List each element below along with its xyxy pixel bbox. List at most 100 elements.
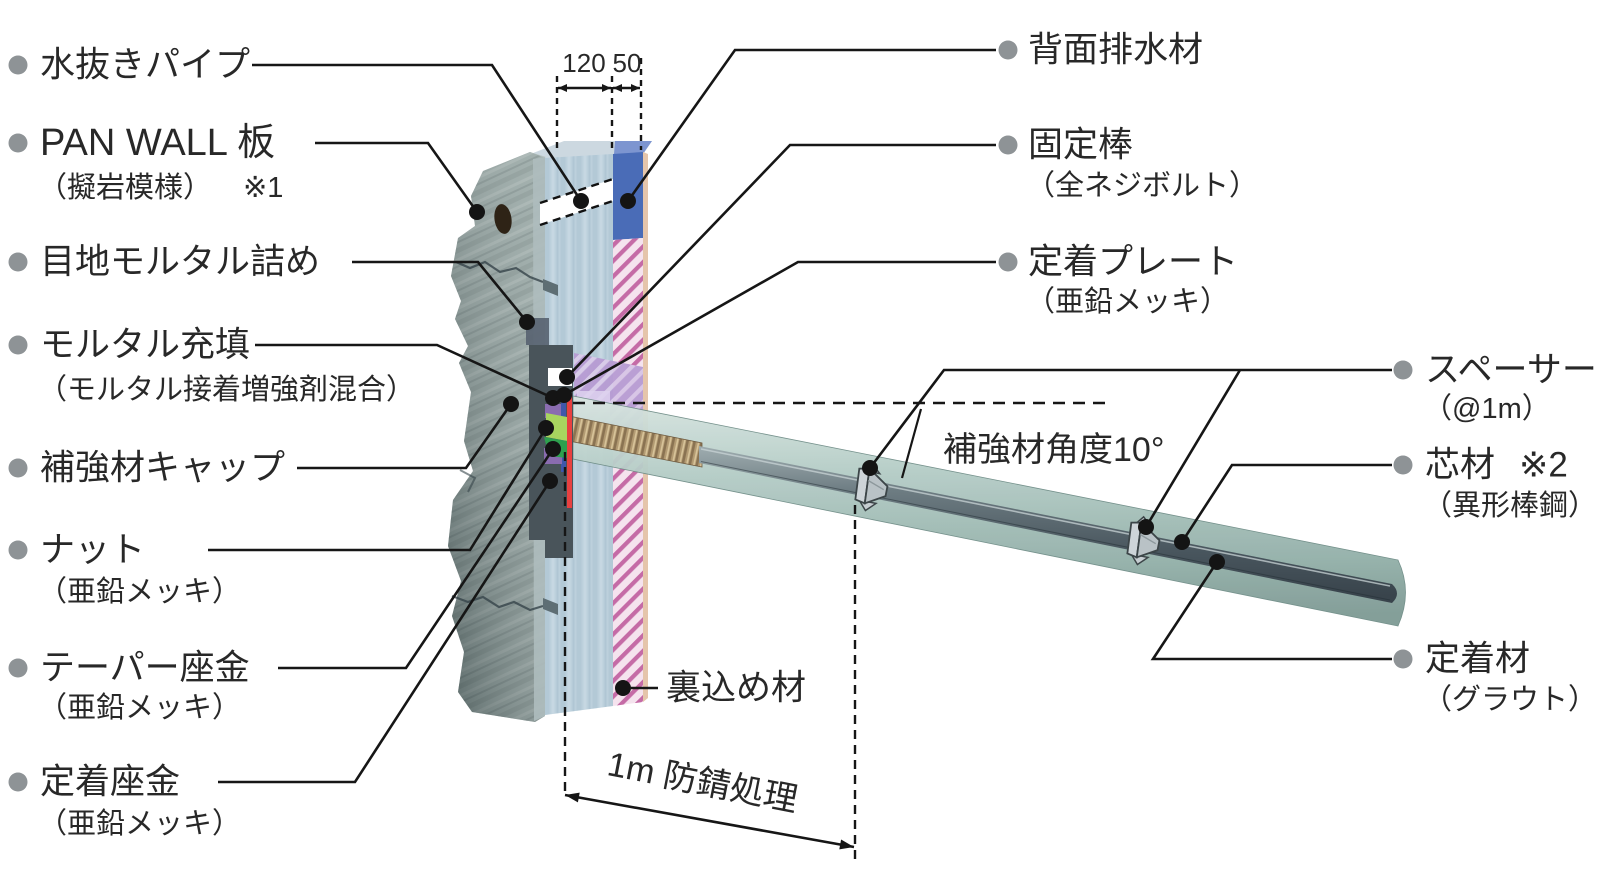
leader-nut (208, 427, 548, 552)
panel-joint-notch-lower (543, 598, 558, 615)
label-anchor-plate-sub: （亜鉛メッキ） (1026, 285, 1229, 318)
arrowhead (602, 84, 611, 92)
arrowhead (613, 84, 622, 92)
rock-shading (448, 152, 545, 722)
leader-anchor-plate (563, 260, 996, 397)
leader-joint-mortar (352, 260, 529, 323)
label-joint-mortar: 目地モルタル詰め (40, 243, 320, 282)
bullet-icon (8, 458, 28, 478)
rock-crack-small (459, 469, 477, 493)
label-backfill: 裏込め材 (666, 669, 806, 708)
drainage-top-face (614, 141, 652, 154)
bullet-icon (8, 335, 28, 355)
dot-core-bar (1174, 534, 1190, 550)
arrowhead (631, 84, 640, 92)
leader-anchor-grout (1150, 561, 1392, 661)
bullet-icon (998, 135, 1018, 155)
spacer-2-facet (1139, 533, 1157, 545)
anchor-head-assembly (526, 318, 573, 558)
label-core-bar-note: ※2 (1519, 446, 1568, 485)
label-anchor-washer: 定着座金 (40, 763, 180, 802)
bullet-icon (998, 252, 1018, 272)
bullet-icon (1393, 360, 1413, 380)
dimension-marks (555, 58, 1112, 864)
leader-rear-drainage (626, 48, 996, 202)
arrowhead (565, 792, 580, 803)
dot-anchor-washer (542, 473, 558, 489)
label-anchor-grout-sub: （グラウト） (1423, 683, 1597, 716)
label-taper-washer: テーパー座金 (40, 649, 250, 688)
label-bullets (8, 40, 1413, 792)
label-anchor-washer-sub: （亜鉛メッキ） (38, 807, 241, 840)
label-anchor-plate: 定着プレート (1028, 243, 1238, 282)
dot-rebar-cap (503, 396, 519, 412)
label-mortar-fill: モルタル充填 (40, 326, 250, 365)
label-core-bar-sub: （異形棒鋼） (1423, 489, 1597, 522)
label-rear-drainage: 背面排水材 (1028, 31, 1203, 70)
dot-joint-mortar (519, 314, 535, 330)
label-panwall-board-note: ※1 (243, 172, 283, 204)
label-panwall-board-sub: （擬岩模様） (38, 171, 212, 204)
dot-drain-pipe (573, 193, 589, 209)
angle-tick (900, 408, 923, 479)
dot-taper-washer (545, 441, 561, 457)
drain-pipe-outlet-hole (494, 204, 512, 234)
dot-fixing-rod (559, 369, 575, 385)
leader-taper-washer (278, 448, 555, 670)
bullet-icon (1393, 649, 1413, 669)
rock-joint-crack-lower (451, 594, 544, 612)
label-taper-washer-sub: （亜鉛メッキ） (38, 691, 241, 724)
rust-dim-line (564, 793, 855, 849)
label-core-bar: 芯材 (1425, 446, 1495, 485)
label-fixing-rod: 固定棒 (1028, 126, 1133, 165)
dot-panwall-board (469, 204, 485, 220)
dot-anchor-grout (1209, 554, 1225, 570)
label-spacer: スペーサー (1425, 351, 1597, 390)
bullet-icon (8, 133, 28, 153)
label-spacer-sub: （@1m） (1423, 393, 1551, 425)
bullet-icon (8, 658, 28, 678)
leader-panwall-board (315, 141, 479, 213)
dimension-50: 50 (613, 48, 642, 78)
rock-joint-crack-upper (455, 260, 544, 284)
leader-fixing-rod (566, 143, 996, 378)
bullet-icon (8, 55, 28, 75)
label-anchor-grout: 定着材 (1425, 640, 1530, 679)
arrowhead (839, 839, 854, 850)
dot-rear-drainage (620, 193, 636, 209)
bullet-icon (998, 40, 1018, 60)
dot-backfill (615, 680, 631, 696)
core-bar-shadow (700, 461, 1391, 601)
label-rebar-cap: 補強材キャップ (40, 449, 285, 488)
dot-nut (538, 420, 554, 436)
leader-dots (469, 193, 1225, 696)
leader-drain-pipe (252, 63, 583, 202)
leader-rebar-cap (297, 403, 513, 470)
arrowhead (558, 84, 567, 92)
leader-spacer-1 (868, 368, 1392, 469)
label-drain-pipe: 水抜きパイプ (40, 46, 250, 85)
labels: 水抜きパイプ PAN WALL 板 （擬岩模様） ※1 目地モルタル詰め モルタ… (38, 31, 1597, 841)
dot-spacer-1 (862, 460, 878, 476)
leader-anchor-washer (218, 480, 552, 784)
leader-spacer-2 (1144, 369, 1242, 528)
leader-lines (208, 48, 1392, 784)
spacer-1-facet (867, 479, 885, 491)
dimension-120: 120 (562, 48, 605, 78)
label-fixing-rod-sub: （全ネジボルト） (1026, 169, 1258, 202)
annotation-nail-angle: 補強材角度10° (943, 431, 1164, 469)
dot-spacer-2 (1138, 519, 1154, 535)
label-panwall-board: PAN WALL 板 (40, 122, 275, 164)
label-mortar-fill-sub: （モルタル接着増強剤混合） (38, 373, 415, 406)
bullet-icon (8, 540, 28, 560)
panel-joint-notch-upper (543, 279, 558, 296)
label-nut-sub: （亜鉛メッキ） (38, 575, 241, 608)
label-nut: ナット (40, 531, 145, 570)
bearing-plate-strip (567, 394, 572, 508)
bullet-icon (1393, 455, 1413, 475)
dot-anchor-plate (556, 387, 572, 403)
leader-mortar-fill (255, 343, 554, 400)
core-bar-highlight (700, 448, 1391, 587)
